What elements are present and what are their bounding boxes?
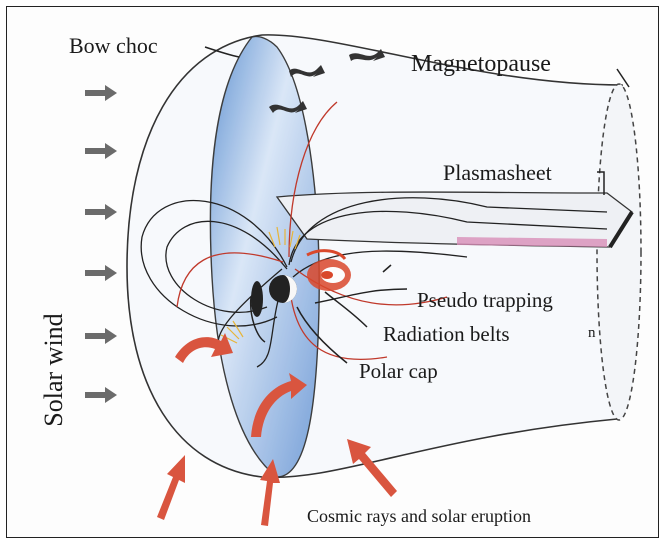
magnetopause-envelope <box>127 35 622 478</box>
solar-wind-arrow <box>85 204 117 220</box>
radiation-belts-label: Radiation belts <box>383 324 510 345</box>
solar-wind-arrow <box>85 143 117 159</box>
magnetopause-label: Magnetopause <box>411 52 551 76</box>
plasmasheet-label: Plasmasheet <box>443 162 552 184</box>
solar-wind-arrow <box>85 265 117 281</box>
solar-wind-arrow <box>85 387 117 403</box>
tail-end-ellipse <box>597 84 641 420</box>
magnetosphere-diagram <box>7 7 658 537</box>
solar-wind-arrow <box>85 85 117 101</box>
solar-wind-label: Solar wind <box>41 270 67 470</box>
stray-mark-label: n <box>588 326 596 341</box>
cosmic-rays-label: Cosmic rays and solar eruption <box>307 507 531 525</box>
solar-wind-arrows <box>85 85 117 403</box>
pseudo-trapping-label: Pseudo trapping <box>417 290 553 311</box>
bow-shock-label: Bow choc <box>69 35 158 57</box>
diagram-frame: Bow choc Magnetopause Plasmasheet Pseudo… <box>6 6 659 538</box>
polar-cap-label: Polar cap <box>359 361 438 382</box>
solar-wind-arrow <box>85 328 117 344</box>
